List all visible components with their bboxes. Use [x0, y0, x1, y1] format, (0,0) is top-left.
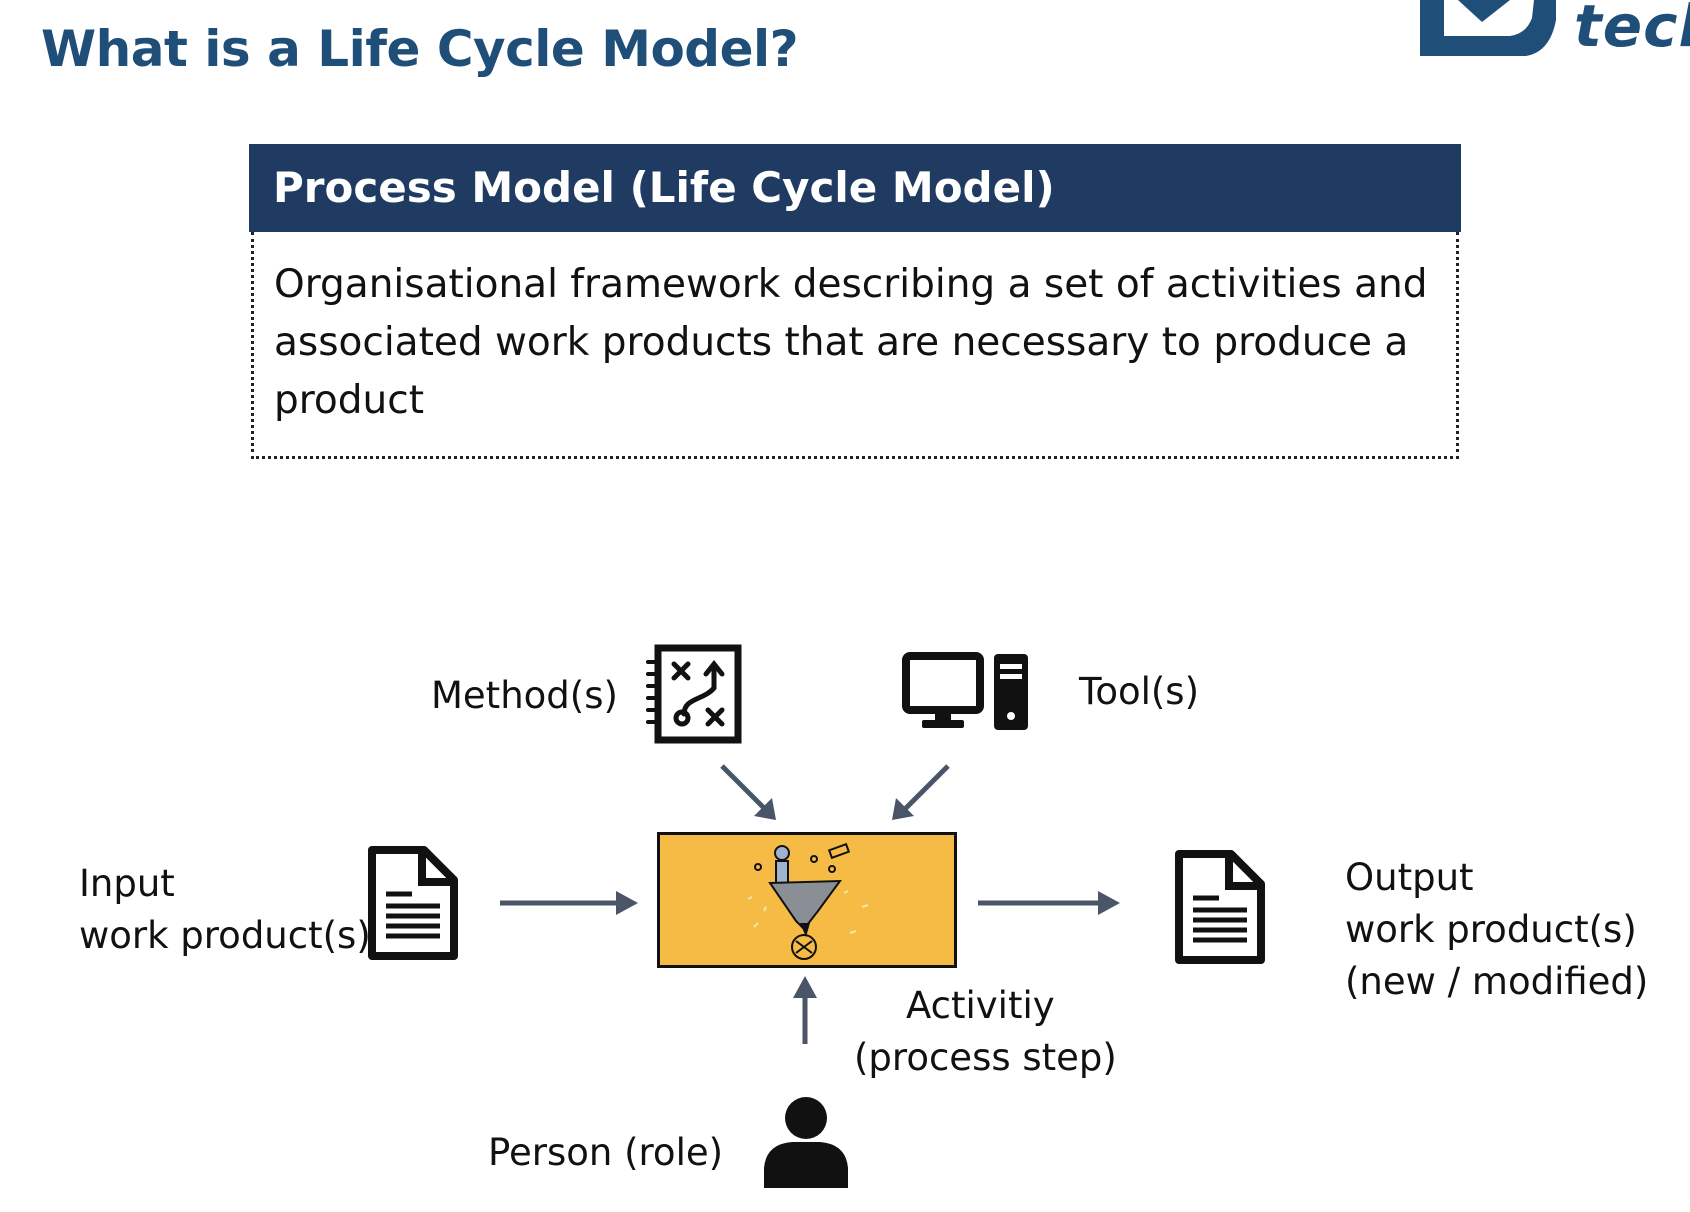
computer-icon: [902, 652, 1028, 730]
tools-label: Tool(s): [1079, 670, 1200, 713]
output-label-line3: (new / modified): [1345, 960, 1649, 1003]
methods-label: Method(s): [431, 674, 618, 717]
input-label-line2: work product(s): [79, 914, 371, 957]
activity-label-line1: Activitiy: [906, 984, 1055, 1027]
activity-label-line2: (process step): [854, 1036, 1117, 1079]
arrow-activity-to-output: [978, 891, 1120, 915]
activity-box: [657, 832, 957, 968]
arrow-tools-to-activity: [892, 764, 950, 820]
arrow-input-to-activity: [500, 891, 638, 915]
logo-text: tech: [1574, 0, 1690, 60]
definition-heading: Process Model (Life Cycle Model): [249, 144, 1461, 232]
definition-text: Organisational framework describing a se…: [251, 232, 1459, 459]
activity-figure-icon: [747, 842, 869, 960]
person-icon: [764, 1097, 848, 1188]
logo-mark-icon: [1420, 0, 1556, 56]
page-title: What is a Life Cycle Model?: [41, 20, 799, 78]
output-label-line1: Output: [1345, 856, 1474, 899]
input-label-line1: Input: [79, 862, 175, 905]
arrow-person-to-activity: [793, 976, 817, 1044]
definition-box: Process Model (Life Cycle Model) Organis…: [249, 144, 1461, 459]
output-document-icon: [1175, 850, 1265, 964]
output-label-line2: work product(s): [1345, 908, 1637, 951]
arrow-methods-to-activity: [720, 764, 776, 820]
company-logo: tech: [1414, 0, 1690, 66]
input-document-icon: [368, 846, 458, 960]
method-playbook-icon: [646, 644, 742, 744]
person-label: Person (role): [488, 1131, 724, 1174]
